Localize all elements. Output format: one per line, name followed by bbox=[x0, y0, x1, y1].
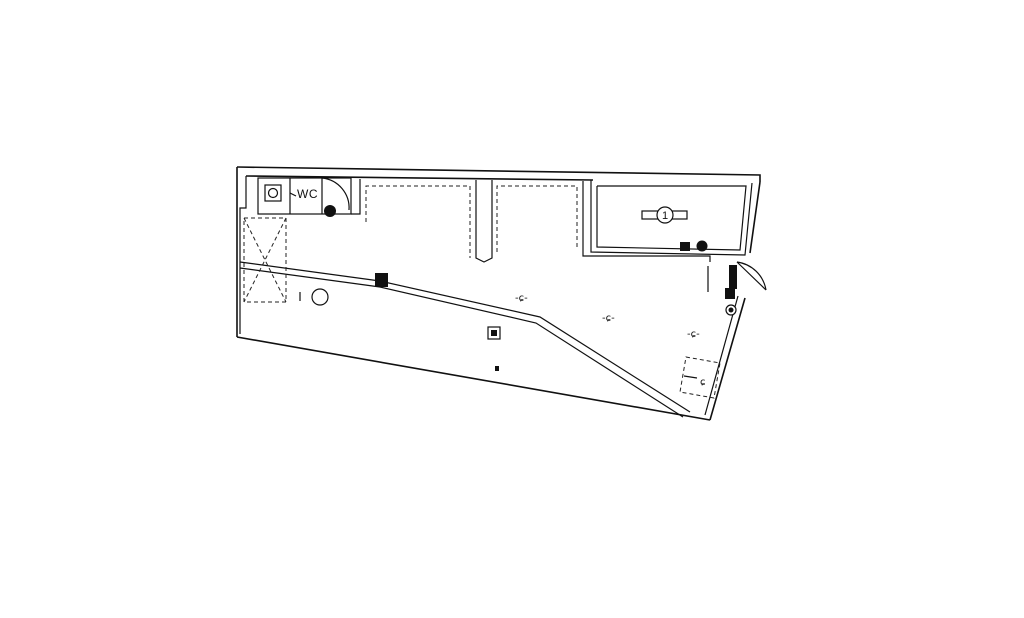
top-wall-outer bbox=[236, 166, 761, 182]
wc-label: WC bbox=[297, 187, 318, 201]
light-glyph-2: -ɕ- bbox=[602, 313, 615, 324]
wc-walls bbox=[257, 177, 352, 215]
right-wall-lower bbox=[709, 297, 746, 421]
partition-upper-edge bbox=[239, 261, 691, 413]
alcove-right-dash bbox=[496, 185, 578, 252]
floor-drain-core bbox=[491, 330, 497, 336]
entrance-door bbox=[707, 261, 767, 316]
equipment-box-arrow bbox=[683, 375, 698, 379]
top-wall-inner bbox=[245, 175, 594, 181]
room-number: 1 bbox=[662, 210, 668, 222]
outer-walls bbox=[236, 166, 761, 421]
equipment-box-glyph: ɕ bbox=[700, 377, 706, 388]
light-glyph-1: -ɕ- bbox=[515, 293, 528, 304]
column-icon bbox=[375, 273, 388, 287]
shaft-cross-a bbox=[243, 217, 287, 303]
top-alcoves bbox=[351, 179, 711, 263]
shaft-outline bbox=[243, 217, 287, 303]
shaft-box bbox=[243, 217, 287, 303]
diagonal-partition bbox=[239, 261, 691, 418]
alcove-left-walls bbox=[351, 179, 361, 215]
door-column bbox=[729, 265, 737, 289]
equipment-box-outline bbox=[679, 356, 721, 399]
floor-post bbox=[495, 366, 499, 371]
ceiling-fan-icon: 1 bbox=[641, 206, 688, 224]
entrance-door-leaf bbox=[736, 261, 767, 291]
partition-lower-edge bbox=[239, 267, 684, 418]
right-wall-upper bbox=[749, 181, 761, 254]
equipment-box: ɕ bbox=[679, 356, 721, 399]
upper-right-room-walls bbox=[590, 180, 753, 256]
wc-room: WC bbox=[257, 177, 352, 217]
bottom-wall bbox=[236, 336, 711, 421]
alcove-left-dash bbox=[365, 185, 471, 258]
upper-right-room-inner bbox=[596, 185, 747, 251]
shaft-cross-b bbox=[243, 217, 287, 303]
alcove-right-wall bbox=[582, 181, 711, 262]
upper-right-room: 1 bbox=[590, 180, 753, 256]
light-glyph-3: -ɕ- bbox=[687, 329, 700, 340]
door-swing-icon bbox=[321, 177, 350, 211]
entrance-door-swing bbox=[736, 261, 767, 291]
electrical-panel-icon bbox=[680, 242, 690, 251]
right-wall-lower-inner bbox=[704, 295, 739, 416]
sink-basin bbox=[267, 187, 279, 199]
left-wall-inner bbox=[239, 176, 247, 334]
alcove-left-pier bbox=[475, 180, 493, 263]
equipment-unit bbox=[696, 240, 708, 252]
door-fixture bbox=[725, 288, 735, 299]
wc-pipe bbox=[289, 192, 297, 197]
wall-light-core bbox=[728, 307, 734, 313]
ceiling-light-icon bbox=[311, 288, 329, 306]
toilet-icon bbox=[324, 205, 336, 217]
